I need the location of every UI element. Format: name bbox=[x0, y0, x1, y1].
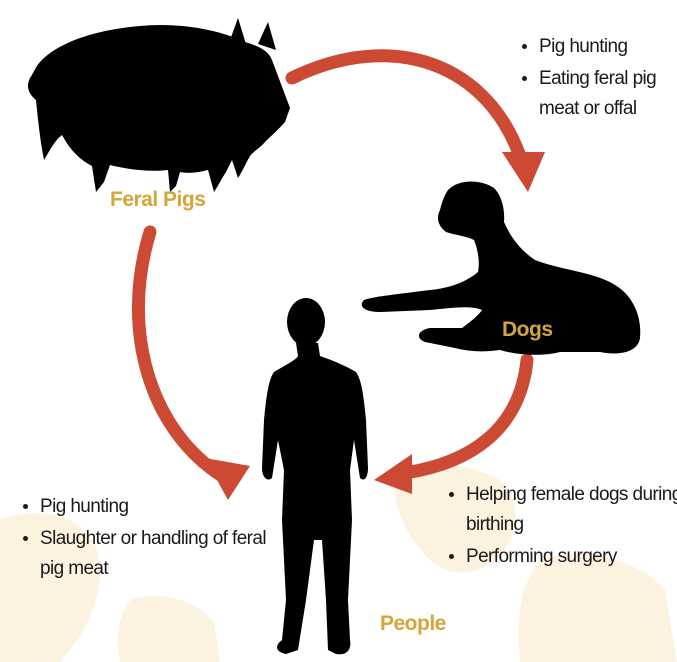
arrowhead-pigs-to-dogs bbox=[502, 152, 545, 192]
list-item: Pig hunting bbox=[40, 492, 290, 522]
label-dogs: Dogs bbox=[502, 318, 553, 342]
pig-to-people-routes-list: Pig hunting Slaughter or handling of fer… bbox=[14, 492, 290, 586]
arrow-pigs-to-dogs bbox=[292, 56, 523, 165]
list-item: Helping female dogs during birthing bbox=[466, 480, 677, 540]
dog-to-people-routes-list: Helping female dogs during birthing Perf… bbox=[440, 480, 677, 574]
list-item: Slaughter or handling of feral pig meat bbox=[40, 524, 290, 584]
list-item: Eating feral pig meat or offal bbox=[539, 64, 677, 124]
pig-to-dog-routes-list: Pig hunting Eating feral pig meat or off… bbox=[513, 32, 677, 126]
dog-silhouette-icon bbox=[362, 182, 641, 355]
list-item: Pig hunting bbox=[539, 32, 677, 62]
label-feral-pigs: Feral Pigs bbox=[110, 188, 205, 212]
label-people: People bbox=[380, 612, 446, 636]
arrowhead-dogs-to-people bbox=[374, 454, 412, 494]
arrow-pigs-to-people bbox=[138, 232, 222, 476]
feral-pig-silhouette-icon bbox=[28, 18, 290, 192]
person-silhouette-icon bbox=[262, 298, 368, 654]
arrow-dogs-to-people bbox=[405, 360, 527, 473]
list-item: Performing surgery bbox=[466, 542, 677, 572]
